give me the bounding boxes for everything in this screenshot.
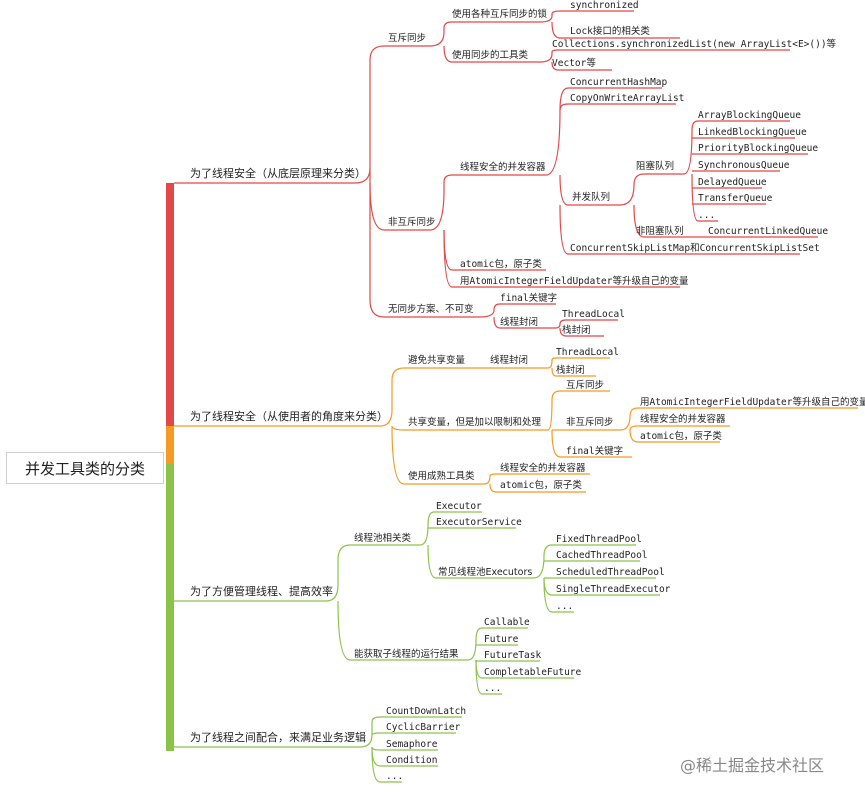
- node-synchronized-list[interactable]: Collections.synchronizedList(new ArrayLi…: [552, 39, 837, 50]
- node-future-task[interactable]: FutureTask: [484, 650, 542, 661]
- node-single-thread-executor[interactable]: SingleThreadExecutor: [556, 584, 671, 595]
- node-concurrent-skiplist[interactable]: ConcurrentSkipListMap和ConcurrentSkipList…: [570, 243, 820, 254]
- node-copyonwrite-arraylist[interactable]: CopyOnWriteArrayList: [570, 93, 685, 104]
- node-synchronized[interactable]: synchronized: [570, 0, 639, 11]
- branch-bar-green: [166, 464, 174, 751]
- red-connectors: [174, 10, 818, 337]
- node-c2-non-mutex[interactable]: 非互斥同步: [566, 417, 614, 428]
- node-avoid-shared-vars[interactable]: 避免共享变量: [408, 355, 466, 366]
- node-field-updater[interactable]: 用AtomicIntegerFieldUpdater等升级自己的变量: [460, 276, 689, 287]
- node-c2-stack-confinement[interactable]: 栈封闭: [556, 365, 585, 376]
- root-node[interactable]: 并发工具类的分类: [6, 452, 164, 484]
- node-executor-service[interactable]: ExecutorService: [436, 517, 522, 528]
- node-threadlocal[interactable]: ThreadLocal: [562, 309, 625, 320]
- node-condition[interactable]: Condition: [386, 755, 438, 766]
- node-fixed-thread-pool[interactable]: FixedThreadPool: [556, 534, 642, 545]
- node-stack-confinement[interactable]: 栈封闭: [562, 325, 591, 336]
- node-c2-thread-confinement[interactable]: 线程封闭: [490, 355, 529, 366]
- node-callable[interactable]: Callable: [484, 617, 530, 628]
- node-cooperation-more[interactable]: ...: [386, 771, 404, 782]
- node-thread-confinement[interactable]: 线程封闭: [500, 317, 539, 328]
- node-subthread-result[interactable]: 能获取子线程的运行结果: [354, 649, 459, 660]
- node-future[interactable]: Future: [484, 634, 519, 645]
- node-blocking-more[interactable]: ...: [698, 210, 716, 221]
- node-non-mutex-sync[interactable]: 非互斥同步: [388, 217, 436, 228]
- node-mature-tools[interactable]: 使用成熟工具类: [408, 471, 475, 482]
- category-thread-management[interactable]: 为了方便管理线程、提高效率: [190, 585, 333, 598]
- watermark: @稀土掘金技术社区: [680, 756, 825, 775]
- node-delayed-queue[interactable]: DelayedQueue: [698, 177, 767, 188]
- node-c2-field-updater[interactable]: 用AtomicIntegerFieldUpdater等升级自己的变量: [640, 397, 865, 408]
- node-array-blocking-queue[interactable]: ArrayBlockingQueue: [698, 110, 801, 121]
- node-results-more[interactable]: ...: [484, 683, 502, 694]
- node-completable-future[interactable]: CompletableFuture: [484, 667, 582, 678]
- category-thread-cooperation[interactable]: 为了线程之间配合，来满足业务逻辑: [190, 731, 366, 744]
- node-non-blocking-queues[interactable]: 非阻塞队列: [636, 226, 684, 237]
- node-atomic-package[interactable]: atomic包，原子类: [460, 259, 542, 270]
- node-c2-containers-tool[interactable]: 线程安全的并发容器: [500, 463, 586, 474]
- node-c2-mutex[interactable]: 互斥同步: [566, 380, 605, 391]
- node-countdownlatch[interactable]: CountDownLatch: [386, 706, 467, 717]
- node-c2-atomic-tool[interactable]: atomic包，原子类: [500, 480, 582, 491]
- node-blocking-queues[interactable]: 阻塞队列: [636, 161, 675, 172]
- node-cached-thread-pool[interactable]: CachedThreadPool: [556, 550, 648, 561]
- branch-bar-red: [166, 183, 174, 428]
- node-priority-blocking-queue[interactable]: PriorityBlockingQueue: [698, 143, 819, 154]
- node-no-sync-immutable[interactable]: 无同步方案、不可变: [388, 304, 474, 315]
- node-concurrent-containers[interactable]: 线程安全的并发容器: [460, 162, 546, 173]
- node-lock-interface[interactable]: Lock接口的相关类: [570, 26, 650, 37]
- node-executors[interactable]: 常见线程池Executors: [438, 567, 533, 578]
- node-vector[interactable]: Vector等: [552, 58, 596, 69]
- orange-connectors: [174, 357, 858, 493]
- node-c2-atomic[interactable]: atomic包，原子类: [640, 431, 722, 442]
- node-concurrent-hashmap[interactable]: ConcurrentHashMap: [570, 77, 668, 88]
- node-mutex-locks[interactable]: 使用各种互斥同步的锁: [452, 9, 548, 20]
- node-transfer-queue[interactable]: TransferQueue: [698, 193, 773, 204]
- node-c2-final[interactable]: final关键字: [566, 446, 624, 457]
- node-sync-tools[interactable]: 使用同步的工具类: [452, 50, 529, 61]
- node-c2-threadlocal[interactable]: ThreadLocal: [556, 347, 619, 358]
- node-c2-containers[interactable]: 线程安全的并发容器: [640, 414, 726, 425]
- node-pools-more[interactable]: ...: [556, 601, 574, 612]
- node-scheduled-thread-pool[interactable]: ScheduledThreadPool: [556, 567, 665, 578]
- node-mutex-sync[interactable]: 互斥同步: [388, 33, 427, 44]
- node-concurrent-linked-queue[interactable]: ConcurrentLinkedQueue: [708, 226, 829, 237]
- node-semaphore[interactable]: Semaphore: [386, 739, 438, 750]
- category-thread-safety-principle[interactable]: 为了线程安全（从底层原理来分类）: [190, 167, 366, 180]
- node-concurrent-queues[interactable]: 并发队列: [572, 192, 611, 203]
- node-executor[interactable]: Executor: [436, 501, 482, 512]
- node-synchronous-queue[interactable]: SynchronousQueue: [698, 160, 790, 171]
- node-linked-blocking-queue[interactable]: LinkedBlockingQueue: [698, 127, 807, 138]
- green-connectors: [174, 511, 660, 783]
- category-thread-safety-user[interactable]: 为了线程安全（从使用者的角度来分类）: [190, 410, 388, 423]
- node-final-keyword[interactable]: final关键字: [500, 293, 558, 304]
- branch-bar-orange: [166, 426, 174, 466]
- node-cyclicbarrier[interactable]: CyclicBarrier: [386, 722, 461, 733]
- node-thread-pool[interactable]: 线程池相关类: [354, 533, 412, 544]
- node-shared-limited[interactable]: 共享变量，但是加以限制和处理: [408, 417, 542, 428]
